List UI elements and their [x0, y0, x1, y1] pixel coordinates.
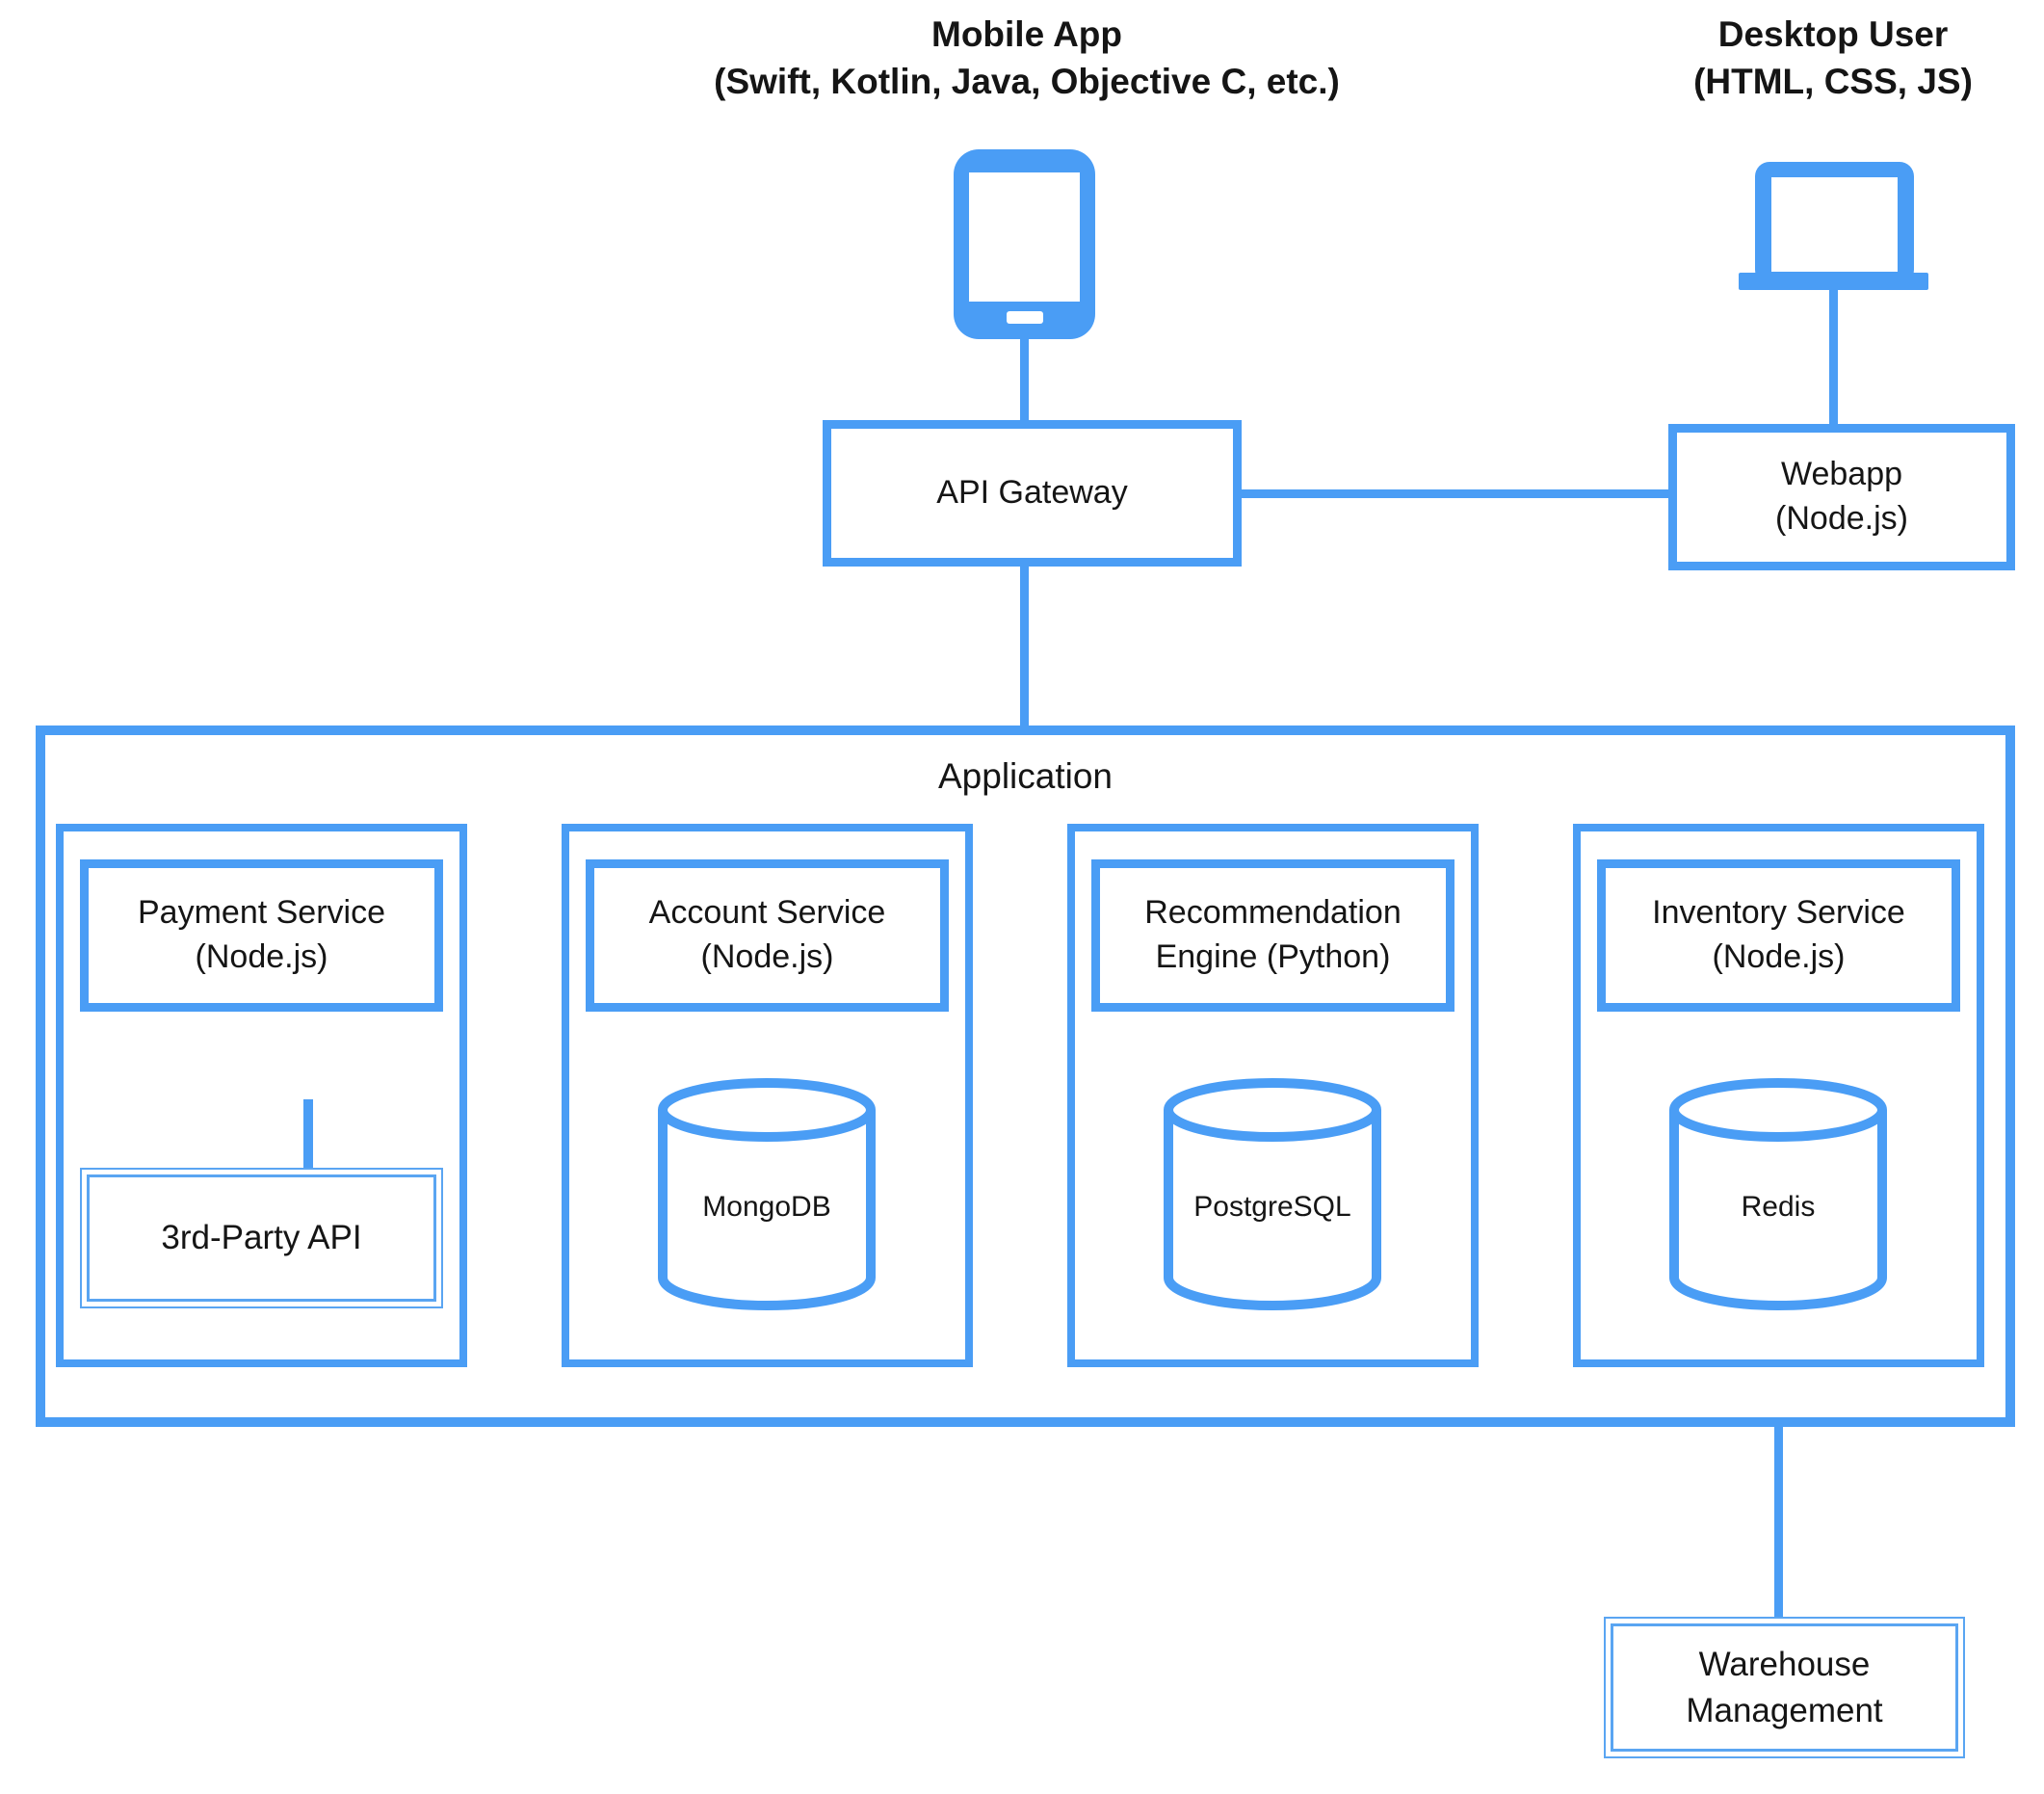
mongodb-label: MongoDB — [702, 1191, 831, 1223]
laptop-base — [1739, 273, 1928, 290]
account-service-runtime: (Node.js) — [700, 938, 834, 975]
recommendation-engine-runtime: Engine (Python) — [1155, 938, 1391, 975]
webapp-runtime: (Node.js) — [1775, 500, 1908, 537]
api-gateway-node: API Gateway — [823, 420, 1242, 567]
payment-service-node: Payment Service (Node.js) — [80, 859, 443, 1012]
inventory-service-node: Inventory Service (Node.js) — [1597, 859, 1960, 1012]
mobile-app-subtitle: (Swift, Kotlin, Java, Objective C, etc.) — [714, 61, 1340, 101]
thirdparty-api-frame: 3rd-Party API — [87, 1174, 436, 1302]
inventory-service-label: Inventory Service — [1652, 894, 1905, 932]
desktop-user-subtitle: (HTML, CSS, JS) — [1693, 61, 1973, 101]
connector-gateway-to-application — [1020, 565, 1029, 727]
desktop-user-caption: Desktop User (HTML, CSS, JS) — [1515, 12, 2044, 106]
desktop-user-title: Desktop User — [1717, 14, 1949, 54]
connector-gateway-to-webapp — [1238, 489, 1671, 498]
mongodb-database-icon: MongoDB — [657, 1077, 877, 1313]
payment-service-runtime: (Node.js) — [195, 938, 328, 975]
thirdparty-api-node: 3rd-Party API — [80, 1168, 443, 1308]
connector-mobile-to-gateway — [1020, 337, 1029, 422]
postgresql-database-icon: PostgreSQL — [1163, 1077, 1382, 1313]
column-payment-service: Payment Service (Node.js) 3rd-Party API — [56, 824, 467, 1367]
smartphone-home-button — [1006, 311, 1043, 324]
thirdparty-api-label: 3rd-Party API — [161, 1219, 362, 1257]
redis-database-icon: Redis — [1668, 1077, 1888, 1313]
connector-application-to-warehouse — [1774, 1425, 1783, 1619]
smartphone-screen — [969, 172, 1080, 302]
smartphone-icon — [954, 149, 1095, 339]
inventory-service-runtime: (Node.js) — [1712, 938, 1846, 975]
recommendation-engine-label: Recommendation — [1144, 894, 1402, 932]
webapp-node: Webapp (Node.js) — [1668, 424, 2015, 570]
api-gateway-label: API Gateway — [936, 474, 1128, 512]
connector-desktop-to-webapp — [1829, 288, 1838, 426]
warehouse-management-node: Warehouse Management — [1604, 1617, 1965, 1758]
column-inventory-service: Inventory Service (Node.js) Redis — [1573, 824, 1984, 1367]
postgresql-label: PostgreSQL — [1193, 1191, 1351, 1223]
laptop-screen — [1771, 177, 1898, 272]
column-recommendation-engine: Recommendation Engine (Python) PostgreSQ… — [1067, 824, 1479, 1367]
application-title: Application — [937, 756, 1113, 796]
webapp-label: Webapp — [1780, 456, 1903, 493]
warehouse-label-line1: Warehouse — [1698, 1645, 1871, 1683]
warehouse-label-line2: Management — [1686, 1691, 1883, 1729]
warehouse-management-frame: Warehouse Management — [1611, 1623, 1958, 1752]
recommendation-engine-node: Recommendation Engine (Python) — [1091, 859, 1454, 1012]
redis-label: Redis — [1741, 1191, 1816, 1223]
column-account-service: Account Service (Node.js) MongoDB — [562, 824, 973, 1367]
laptop-icon — [1755, 162, 1914, 284]
account-service-label: Account Service — [648, 894, 886, 932]
application-container: Application Payment Service (Node.js) 3r… — [36, 726, 2015, 1427]
account-service-node: Account Service (Node.js) — [586, 859, 949, 1012]
payment-service-label: Payment Service — [138, 894, 385, 932]
mobile-app-title: Mobile App — [931, 14, 1122, 54]
mobile-app-caption: Mobile App (Swift, Kotlin, Java, Objecti… — [410, 12, 1643, 106]
